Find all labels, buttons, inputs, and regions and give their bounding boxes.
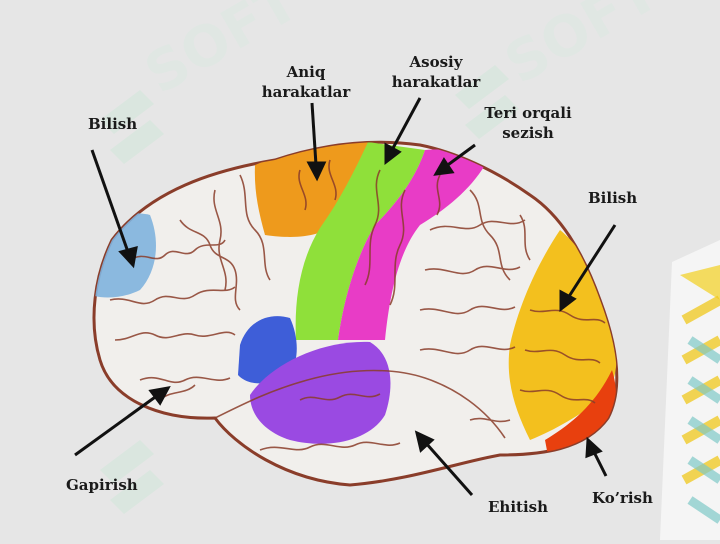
- arrow-bilish-front: [90, 149, 130, 253]
- label-asosiy-harakatlar: Asosiy harakatlar: [391, 53, 481, 91]
- arrow-bilish-front-head: [118, 245, 138, 269]
- arrow-gapirish-head: [148, 385, 171, 406]
- arrow-ehitish-head: [414, 430, 435, 453]
- arrow-teri: [444, 143, 476, 169]
- region-bilish-back: [508, 230, 617, 440]
- arrow-asosiy: [390, 97, 422, 151]
- brain-gyri: [109, 159, 606, 451]
- arrow-bilish-back-head: [559, 289, 577, 313]
- arrow-teri-head: [433, 157, 455, 176]
- label-teri-orqali-sezish: Teri orqali sezish: [484, 104, 572, 142]
- arrow-bilish-back: [566, 224, 617, 299]
- arrow-aniq-head: [306, 161, 327, 182]
- arrows: [74, 97, 617, 496]
- label-ehitish: Ehitish: [488, 498, 549, 516]
- corner-decoration: [660, 240, 720, 540]
- region-teri-orqali-sezish: [338, 149, 485, 340]
- arrow-aniq: [310, 102, 318, 166]
- watermark: [100, 65, 519, 514]
- label-aniq-harakatlar: Aniq harakatlar: [261, 63, 351, 101]
- region-asosiy-harakatlar: [295, 142, 425, 340]
- watermark-text-2: SOFT: [495, 0, 670, 97]
- arrow-ehitish: [423, 441, 474, 496]
- label-korish: Ko’rish: [592, 489, 653, 507]
- arrow-gapirish: [74, 393, 159, 457]
- arrow-asosiy-head: [384, 142, 402, 166]
- region-ehitish: [250, 341, 391, 444]
- label-bilish-back: Bilish: [588, 189, 638, 207]
- arrow-korish-head: [585, 436, 603, 459]
- label-gapirish: Gapirish: [66, 476, 138, 494]
- label-bilish-front: Bilish: [88, 115, 138, 133]
